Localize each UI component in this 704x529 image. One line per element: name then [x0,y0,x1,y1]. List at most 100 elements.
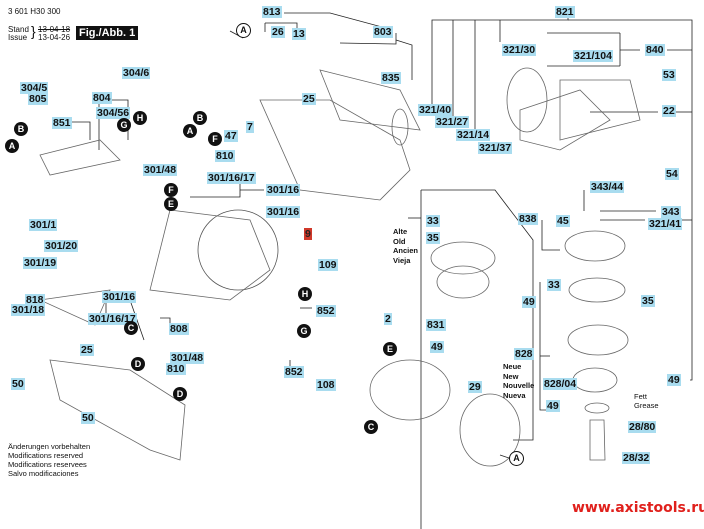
part-label-13[interactable]: 13 [292,28,306,40]
part-label-321-104[interactable]: 321/104 [573,50,613,62]
part-label-33[interactable]: 33 [547,279,561,291]
part-label-805[interactable]: 805 [28,93,48,105]
part-label-26[interactable]: 26 [271,26,285,38]
part-label-47[interactable]: 47 [224,130,238,142]
part-label-50[interactable]: 50 [11,378,25,390]
part-label-301-16[interactable]: 301/16 [102,291,137,303]
part-label-835[interactable]: 835 [381,72,401,84]
part-label-2[interactable]: 2 [384,313,392,325]
part-label-828-04[interactable]: 828/04 [543,378,578,390]
grease-en: Grease [634,401,659,410]
part-label-803[interactable]: 803 [373,26,393,38]
part-label-810[interactable]: 810 [166,363,186,375]
part-label-852[interactable]: 852 [316,305,336,317]
part-label-301-18[interactable]: 301/18 [11,304,46,316]
callout-f: F [164,183,178,197]
part-label-838[interactable]: 838 [518,213,538,225]
part-label-321-30[interactable]: 321/30 [502,44,537,56]
part-label-33[interactable]: 33 [426,215,440,227]
part-label-25[interactable]: 25 [80,344,94,356]
part-label-301-48[interactable]: 301/48 [143,164,178,176]
part-label-25[interactable]: 25 [302,93,316,105]
part-label-54[interactable]: 54 [665,168,679,180]
callout-b: B [193,111,207,125]
issue-label: Issue [8,33,28,42]
part-label-45[interactable]: 45 [556,215,570,227]
part-label-813[interactable]: 813 [262,6,282,18]
part-label-840[interactable]: 840 [645,44,665,56]
part-label-28-32[interactable]: 28/32 [622,452,651,464]
part-label-22[interactable]: 22 [662,105,676,117]
part-label-852[interactable]: 852 [284,366,304,378]
stand-date: 13-04-18 [38,25,71,34]
part-label-304-6[interactable]: 304/6 [122,67,151,79]
part-label-321-41[interactable]: 321/41 [648,218,683,230]
part-label-304-5[interactable]: 304/5 [20,82,49,94]
part-label-109[interactable]: 109 [318,259,338,271]
callout-a: A [5,139,19,153]
part-label-831[interactable]: 831 [426,319,446,331]
part-label-50[interactable]: 50 [81,412,95,424]
part-label-301-16-17[interactable]: 301/16/17 [88,313,137,325]
part-label-810[interactable]: 810 [215,150,235,162]
callout-e: E [383,342,397,356]
part-label-321-37[interactable]: 321/37 [478,142,513,154]
part-label-29[interactable]: 29 [468,381,482,393]
part-label-821[interactable]: 821 [555,6,575,18]
callout-d: D [131,357,145,371]
part-label-301-16[interactable]: 301/16 [266,184,301,196]
issue-date: 13-04-26 [38,33,71,42]
note-new-fr: Nouvelle [503,381,535,390]
part-label-301-1[interactable]: 301/1 [29,219,58,231]
callout-h: H [298,287,312,301]
part-label-321-27[interactable]: 321/27 [435,116,470,128]
part-label-301-19[interactable]: 301/19 [23,257,58,269]
stand-label: Stand [8,25,29,34]
part-label-35[interactable]: 35 [426,232,440,244]
part-label-804[interactable]: 804 [92,92,112,104]
callout-b: B [14,122,28,136]
part-label-301-20[interactable]: 301/20 [44,240,79,252]
website-link[interactable]: www.axistools.ru [572,500,704,516]
part-label-851[interactable]: 851 [52,117,72,129]
part-label-321-40[interactable]: 321/40 [418,104,453,116]
part-label-301-16-17[interactable]: 301/16/17 [207,172,256,184]
mod-de: Änderungen vorbehalten [8,442,91,451]
part-label-9[interactable]: 9 [304,228,312,240]
part-label-818[interactable]: 818 [25,294,45,306]
part-label-49[interactable]: 49 [522,296,536,308]
new-variant-note: Neue New Nouvelle Nueva [503,362,534,400]
part-label-7[interactable]: 7 [246,121,254,133]
modifications-note: Änderungen vorbehalten Modifications res… [8,442,90,478]
part-label-53[interactable]: 53 [662,69,676,81]
callout-h: H [133,111,147,125]
part-label-108[interactable]: 108 [316,379,336,391]
figure-label: Fig./Abb. 1 [76,26,139,40]
part-label-49[interactable]: 49 [667,374,681,386]
note-new-de: Neue [503,362,522,371]
part-label-304-56[interactable]: 304/56 [96,107,131,119]
part-label-49[interactable]: 49 [546,400,560,412]
note-old-fr: Ancien [393,246,419,255]
mod-fr: Modifications reservees [8,460,87,469]
callout-f: F [208,132,222,146]
callout-d: D [173,387,187,401]
note-old-es: Vieja [393,255,411,265]
callout-a: A [509,451,524,466]
note-old-de: Alte [393,227,408,236]
part-label-28-80[interactable]: 28/80 [628,421,657,433]
part-label-321-14[interactable]: 321/14 [456,129,491,141]
part-label-808[interactable]: 808 [169,323,189,335]
note-new-es: Nueva [503,390,526,400]
old-variant-note: Alte Old Ancien Vieja [393,227,418,265]
part-label-343-44[interactable]: 343/44 [590,181,625,193]
part-label-828[interactable]: 828 [514,348,534,360]
part-label-49[interactable]: 49 [430,341,444,353]
part-label-301-16[interactable]: 301/16 [266,206,301,218]
stand-bracket: } [31,23,36,39]
part-label-35[interactable]: 35 [641,295,655,307]
callout-e: E [164,197,178,211]
callout-c: C [364,420,378,434]
part-label-343[interactable]: 343 [661,206,681,218]
part-label-301-48[interactable]: 301/48 [170,352,205,364]
